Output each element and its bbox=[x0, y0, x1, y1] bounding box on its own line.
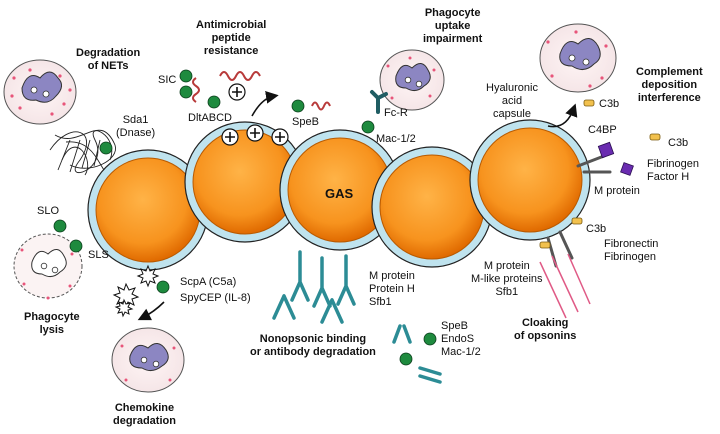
antibodies bbox=[272, 250, 442, 384]
net-dna-strands bbox=[49, 129, 116, 176]
title-line: resistance bbox=[203, 45, 259, 57]
label-line: EndoS bbox=[441, 333, 475, 345]
label-line: Factor H bbox=[647, 171, 690, 183]
label-speb-top: SpeB bbox=[292, 116, 319, 128]
neutrophil-uptake bbox=[379, 49, 445, 111]
label-slo: SLO bbox=[37, 205, 60, 217]
label-sic: SIC bbox=[158, 74, 177, 86]
label-spycep: SpyCEP (IL-8) bbox=[180, 292, 251, 304]
title-line: Degradation bbox=[76, 47, 141, 59]
title-line: Cloaking bbox=[521, 317, 569, 329]
toxin-molecules bbox=[53, 69, 437, 366]
label-line: acid bbox=[501, 95, 523, 107]
label-line: SpeB bbox=[441, 320, 468, 332]
label-line: capsule bbox=[493, 108, 531, 120]
label-line: Hyaluronic bbox=[486, 82, 538, 94]
title-line: Complement bbox=[636, 66, 703, 78]
fibronectin-strands bbox=[539, 253, 591, 319]
antimicrobial-peptide-coils bbox=[192, 71, 331, 111]
title-line: degradation bbox=[113, 415, 176, 427]
label-fibrinogen-factor-h: Fibrinogen Factor H bbox=[647, 158, 699, 184]
label-speb-endos: SpeB EndoS Mac-1/2 bbox=[441, 320, 481, 359]
neutrophil-chemokine bbox=[111, 327, 185, 393]
title-line: Phagocyte bbox=[24, 311, 80, 323]
fc-receptor bbox=[370, 90, 388, 114]
neutrophil-nets bbox=[3, 59, 77, 125]
label-hyaluronic-capsule: Hyaluronic acid capsule bbox=[486, 82, 538, 121]
chemokine-stars bbox=[112, 264, 160, 318]
label-line: Fibrinogen bbox=[647, 158, 699, 170]
title-line: interference bbox=[637, 92, 701, 104]
label-line: Fibrinogen bbox=[604, 251, 656, 263]
label-m-like-proteins: M protein M-like proteins Sfb1 bbox=[471, 260, 543, 299]
title-nonopsonic-binding: Nonopsonic binding or antibody degradati… bbox=[250, 333, 376, 359]
label-m-protein-h: M protein Protein H Sfb1 bbox=[369, 270, 415, 309]
label-fc-r: Fc-R bbox=[384, 107, 408, 119]
title-line: or antibody degradation bbox=[250, 346, 376, 358]
label-dltabcd: DltABCD bbox=[188, 112, 233, 124]
title-antimicrobial-resistance: Antimicrobial peptide resistance bbox=[196, 19, 266, 58]
label-line: Sfb1 bbox=[369, 296, 392, 308]
title-line: of opsonins bbox=[514, 330, 577, 342]
label-line: M-like proteins bbox=[471, 273, 543, 285]
label-mac: Mac-1/2 bbox=[376, 133, 416, 145]
label-c4bp: C4BP bbox=[588, 124, 617, 136]
title-line: impairment bbox=[423, 33, 483, 45]
gas-bacterial-chain bbox=[87, 119, 591, 271]
title-line: Phagocyte bbox=[424, 7, 481, 19]
title-line: Antimicrobial bbox=[196, 19, 267, 31]
c3b-molecules bbox=[539, 99, 661, 249]
title-degradation-nets: Degradation of NETs bbox=[76, 47, 140, 73]
label-line: Sfb1 bbox=[495, 286, 519, 298]
label-gas: GAS bbox=[325, 186, 354, 201]
title-line: of NETs bbox=[87, 60, 129, 72]
label-c3b-lower: C3b bbox=[586, 223, 607, 235]
positive-charges bbox=[221, 83, 289, 146]
gas-cell-3 bbox=[279, 129, 401, 251]
title-line: Nonopsonic binding bbox=[259, 333, 367, 345]
label-line: M protein bbox=[369, 270, 415, 282]
title-line: peptide bbox=[211, 32, 251, 44]
title-line: Chemokine bbox=[114, 402, 175, 414]
title-cloaking-opsonins: Cloaking of opsonins bbox=[514, 317, 576, 343]
label-line: (Dnase) bbox=[116, 127, 156, 139]
label-c3b-right: C3b bbox=[668, 137, 689, 149]
title-line: deposition bbox=[641, 79, 698, 91]
title-line: uptake bbox=[434, 20, 471, 32]
title-chemokine-degradation: Chemokine degradation bbox=[113, 402, 176, 428]
label-line: Sda1 bbox=[122, 114, 149, 126]
c4bp-molecule bbox=[597, 141, 634, 176]
label-line: M protein bbox=[483, 260, 530, 272]
label-fibronectin-fibrinogen: Fibronectin Fibrinogen bbox=[604, 238, 658, 264]
neutrophil-lysis bbox=[13, 233, 83, 300]
gas-cell-4 bbox=[371, 146, 493, 268]
label-c3b-capsule: C3b bbox=[599, 98, 620, 110]
label-sda1: Sda1 (Dnase) bbox=[116, 114, 155, 140]
label-sls: SLS bbox=[88, 249, 109, 261]
gas-cell-5 bbox=[469, 119, 591, 241]
neutrophil-complement bbox=[539, 23, 617, 93]
title-line: lysis bbox=[39, 324, 65, 336]
title-phagocyte-lysis: Phagocyte lysis bbox=[24, 311, 80, 337]
title-complement-interference: Complement deposition interference bbox=[636, 66, 703, 105]
title-phagocyte-uptake: Phagocyte uptake impairment bbox=[423, 7, 482, 46]
label-line: Mac-1/2 bbox=[441, 346, 481, 358]
label-line: Protein H bbox=[369, 283, 415, 295]
label-scpa: ScpA (C5a) bbox=[180, 276, 237, 288]
label-line: Fibronectin bbox=[604, 238, 659, 250]
arrows bbox=[137, 91, 578, 321]
label-m-protein-right: M protein bbox=[594, 185, 640, 197]
